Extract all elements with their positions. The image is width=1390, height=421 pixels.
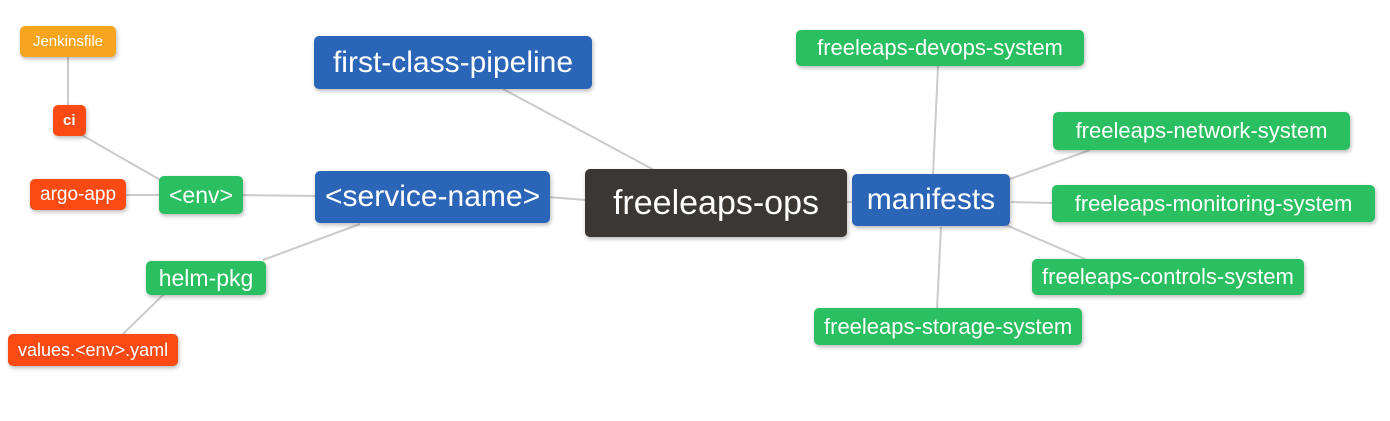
edge-manifests-to-freeleaps-network-system <box>1009 149 1091 180</box>
edge-service-name-to-freeleaps-ops <box>547 196 587 201</box>
edge-manifests-to-freeleaps-devops-system <box>932 65 939 176</box>
node-freeleaps-devops-system[interactable]: freeleaps-devops-system <box>796 30 1084 66</box>
edge-ci-to-env <box>79 133 163 182</box>
node-values-env-yaml[interactable]: values.<env>.yaml <box>8 334 179 366</box>
edge-manifests-to-freeleaps-controls-system <box>1005 224 1088 261</box>
node-jenkinsfile[interactable]: Jenkinsfile <box>20 26 116 57</box>
node-manifests[interactable]: manifests <box>852 174 1010 226</box>
node-first-class-pipeline[interactable]: first-class-pipeline <box>314 36 592 89</box>
node-env[interactable]: <env> <box>159 176 243 214</box>
node-ci[interactable]: ci <box>53 105 86 136</box>
edge-helm-pkg-to-service-name <box>262 223 361 261</box>
edge-values-env-yaml-to-helm-pkg <box>121 293 165 336</box>
node-argo-app[interactable]: argo-app <box>30 179 127 210</box>
edge-manifests-to-freeleaps-monitoring-system <box>1010 201 1054 204</box>
node-freeleaps-controls-system[interactable]: freeleaps-controls-system <box>1032 259 1304 295</box>
node-freeleaps-storage-system[interactable]: freeleaps-storage-system <box>814 308 1083 345</box>
node-freeleaps-ops[interactable]: freeleaps-ops <box>585 169 847 237</box>
node-service-name[interactable]: <service-name> <box>315 171 551 223</box>
edge-first-class-pipeline-to-freeleaps-ops <box>502 88 657 172</box>
edge-env-to-service-name <box>237 194 317 197</box>
node-helm-pkg[interactable]: helm-pkg <box>146 261 266 295</box>
node-freeleaps-network-system[interactable]: freeleaps-network-system <box>1053 112 1350 150</box>
edge-manifests-to-freeleaps-storage-system <box>936 226 942 310</box>
node-freeleaps-monitoring-system[interactable]: freeleaps-monitoring-system <box>1052 185 1375 222</box>
